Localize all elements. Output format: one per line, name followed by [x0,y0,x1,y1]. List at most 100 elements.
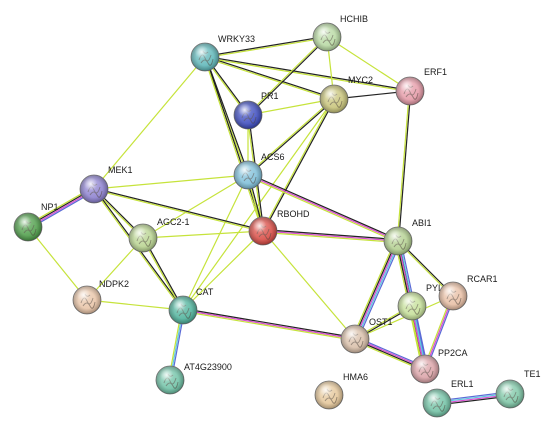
node-abi1[interactable]: ABI1 [383,218,432,256]
node-erl1[interactable]: ERL1 [422,379,474,418]
node-highlight [341,325,369,353]
node-myc2[interactable]: MYC2 [319,75,373,114]
node-mek1[interactable]: MEK1 [79,165,133,204]
edge-strand [261,98,334,231]
edge-strand [182,309,356,340]
edge-strand [263,99,336,232]
edge-strand [263,229,399,241]
edge-strand [93,189,263,233]
edge-strand [355,241,400,340]
edge-strand [205,55,335,99]
node-label: RBOHD [277,209,310,219]
edge-agc2-1-rbohd [142,230,264,239]
node-at4g23900[interactable]: AT4G23900 [155,362,232,395]
node-ndpk2[interactable]: NDPK2 [72,279,129,315]
edge-strand [142,174,249,239]
node-label: CAT [196,287,214,297]
edge-ndpk2-cat [86,299,184,311]
node-highlight [411,355,439,383]
node-highlight [73,286,101,314]
node-label: RCAR1 [467,274,498,284]
edge-wrky33-myc2 [204,55,335,101]
edge-acs6-agc2-1 [142,174,249,239]
edge-strand [27,226,88,301]
edge-strand [205,37,328,59]
edge-strand [247,175,398,243]
node-label: PR1 [261,91,279,101]
edge-strand [248,37,328,116]
edge-strand [93,174,249,190]
node-label: MEK1 [108,165,133,175]
edge-strand [93,56,206,190]
node-highlight [234,161,262,189]
node-highlight [169,296,197,324]
edge-acs6-cat [182,174,249,311]
edge-strand [205,55,411,91]
edge-strand [142,230,264,239]
edge-strand [86,299,184,311]
node-rbohd[interactable]: RBOHD [248,209,310,246]
node-hma6[interactable]: HMA6 [314,372,368,410]
node-label: ERF1 [424,67,447,77]
node-label: HCHIB [340,14,368,24]
node-te1[interactable]: TE1 [495,369,541,409]
node-erf1[interactable]: ERF1 [395,67,447,106]
edge-rbohd-cat [182,230,264,311]
node-wrky33[interactable]: WRKY33 [190,34,255,72]
node-cat[interactable]: CAT [168,287,214,325]
edge-acs6-mek1 [93,174,249,190]
node-highlight [496,380,524,408]
node-highlight [249,217,277,245]
node-hchib[interactable]: HCHIB [312,14,368,52]
edge-mek1-rbohd [93,187,264,233]
edge-strand [247,98,335,116]
edge-strand [204,35,327,57]
edge-strand [247,98,334,175]
edge-strand [248,99,335,176]
node-label: NP1 [41,202,59,212]
edge-myc2-pr1 [247,98,335,116]
edge-strand [182,230,264,311]
edge-strand [262,230,356,340]
node-pr1[interactable]: PR1 [233,91,279,130]
node-highlight [14,213,42,241]
node-acs6[interactable]: ACS6 [233,152,285,190]
edge-strand [398,91,412,242]
node-np1[interactable]: NP1 [13,202,59,242]
edge-wrky33-hchib [204,35,328,59]
node-label: MYC2 [348,75,373,85]
node-highlight [234,101,262,129]
node-ost1[interactable]: OST1 [340,317,393,354]
edge-strand [204,57,410,93]
edge-rbohd-ost1 [262,230,356,340]
edge-abi1-ost1 [351,239,402,341]
node-label: ABI1 [412,218,432,228]
node-highlight [439,282,467,310]
edge-strand [326,36,411,92]
node-pp2ca[interactable]: PP2CA [410,348,468,384]
node-label: TE1 [524,369,541,379]
node-label: WRKY33 [218,34,255,44]
edge-strand [357,241,402,341]
edge-strand [182,174,249,311]
edge-strand [262,230,399,242]
edge-cat-ost1 [182,308,356,341]
edge-strand [183,308,356,339]
node-highlight [396,77,424,105]
node-label: PP2CA [438,348,468,358]
node-highlight [398,292,426,320]
node-highlight [80,175,108,203]
node-label: ACS6 [261,152,285,162]
edge-wrky33-erf1 [204,55,411,93]
edge-wrky33-mek1 [93,56,206,190]
edge-strand [351,239,396,339]
node-label: OST1 [369,317,393,327]
node-rcar1[interactable]: RCAR1 [438,274,498,311]
node-pyl2[interactable]: PYL2 [397,283,448,321]
node-label: AT4G23900 [184,362,232,372]
edge-strand [247,36,327,115]
node-agc2-1[interactable]: AGC2-1 [128,217,190,253]
edge-erf1-abi1 [396,90,412,242]
node-label: AGC2-1 [157,217,190,227]
